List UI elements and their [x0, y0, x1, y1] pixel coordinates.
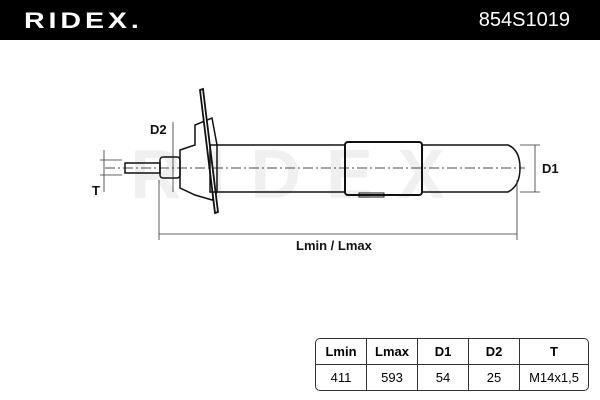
bracket: [358, 192, 385, 198]
table-row: 411 593 54 25 M14x1,5: [316, 365, 588, 390]
header-cell: D2: [469, 339, 520, 365]
brand-logo: RIDEX.: [24, 8, 143, 33]
header-cell: Lmin: [316, 339, 367, 365]
length-label: Lmin / Lmax: [296, 238, 372, 253]
header-bar: RIDEX. 854S1019: [0, 0, 600, 40]
d1-label: D1: [542, 161, 559, 176]
part-number: 854S1019: [478, 9, 570, 31]
spec-table: Lmin Lmax D1 D2 T 411 593 54 25 M14x1,5: [315, 338, 589, 391]
d2-label: D2: [150, 122, 167, 137]
value-cell: M14x1,5: [529, 370, 579, 385]
header-cell: T: [520, 339, 588, 365]
header-cell: Lmax: [367, 339, 418, 365]
value-cell: 54: [418, 365, 469, 390]
value-cell: 25: [469, 365, 520, 390]
header-cell: D1: [418, 339, 469, 365]
table-header-row: Lmin Lmax D1 D2 T: [316, 339, 588, 365]
watermark: RIDEX: [131, 135, 470, 213]
t-label: T: [92, 183, 100, 198]
value-cell: 593: [367, 365, 418, 390]
value-cell: 411: [316, 365, 367, 390]
mount-cup: [179, 116, 218, 201]
outer-tube-right: [422, 144, 521, 193]
